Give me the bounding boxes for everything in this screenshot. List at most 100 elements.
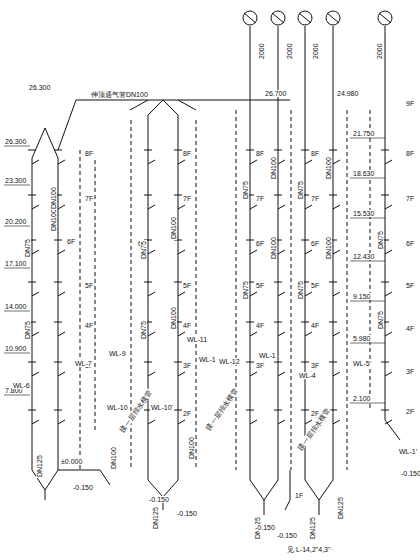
elevation-line <box>4 138 385 403</box>
branch-stub <box>54 150 65 164</box>
drain-branch <box>285 470 290 510</box>
floor-label: 3F <box>310 362 320 369</box>
branch-stub <box>329 282 340 296</box>
pipe-tag: WL-9 <box>108 350 127 357</box>
annotation: -0.150 <box>148 496 170 503</box>
annotation: 2.100 <box>352 395 372 402</box>
floor-label: 4F <box>255 322 265 329</box>
floor-label: 2F <box>182 410 192 417</box>
annotation: 21.750 <box>352 130 375 137</box>
branch-stub <box>246 410 257 424</box>
pipe-size: DN125 <box>152 506 159 530</box>
branch-stub <box>329 362 340 376</box>
pipe-size: DN125 <box>36 454 43 478</box>
annotation: 接一层排水横管 <box>204 386 239 432</box>
pipe-size: DN75 <box>140 240 147 260</box>
branch-stub <box>174 240 185 254</box>
floor-label: 3F <box>182 362 192 369</box>
annotation: 24.980 <box>336 90 359 97</box>
branch-stub <box>28 195 39 209</box>
branch-stub <box>329 195 340 209</box>
drain-riser <box>32 128 58 500</box>
annotation: 15.530 <box>352 210 375 217</box>
branch-stub <box>144 195 155 209</box>
floor-label: 8F <box>405 150 415 157</box>
annotation: 见 L-14,2"4,3"· <box>286 546 334 553</box>
branch-stub <box>54 282 65 296</box>
floor-label: 1F <box>294 492 304 499</box>
branch-stub <box>144 282 155 296</box>
branch-stub <box>28 282 39 296</box>
annotation: 5.980 <box>352 335 372 342</box>
branch-stub <box>28 410 39 424</box>
floor-label: 7F <box>405 195 415 202</box>
pipe-tag: WL-1 <box>258 352 277 359</box>
floor-label: 6F <box>255 240 265 247</box>
annotation: -0.150 <box>400 470 420 477</box>
pipe-tag: WL-7 <box>74 360 93 367</box>
pipe-size: DN75 <box>24 238 31 258</box>
pipe-size: DN125 <box>337 496 344 520</box>
branch-stub <box>381 362 392 376</box>
branch-stub <box>144 362 155 376</box>
floor-label: 6F <box>405 240 415 247</box>
pipe-size: DN100 <box>325 156 332 180</box>
floor-label: 5F <box>182 282 192 289</box>
vent-pipe <box>58 100 290 150</box>
branch-stub <box>54 362 65 376</box>
pipe-size: DN125 <box>309 516 316 540</box>
branch-stub <box>54 240 65 254</box>
annotation: -0.150 <box>276 532 298 539</box>
floor-label: 7F <box>310 195 320 202</box>
pipe-tag: WL-1 <box>198 356 217 363</box>
pipe-size: DN100 <box>270 236 277 260</box>
pipe-size: DN100 <box>170 306 177 330</box>
floor-label: 8F <box>255 150 265 157</box>
pipe-size: DN75 <box>377 310 384 330</box>
pipe-size: DN100 <box>50 186 57 210</box>
pipe-tag: WL-6 <box>12 382 31 389</box>
floor-label: 7F <box>182 195 192 202</box>
annotation: 20.200 <box>4 218 27 225</box>
floor-label: 4F <box>182 322 192 329</box>
pipe-tag: WL-10 <box>106 404 129 411</box>
floor-label: 8F <box>182 150 192 157</box>
pipe-size: DN75 <box>242 280 249 300</box>
branch-stub <box>144 410 155 424</box>
pipe-size: DN100 <box>270 156 277 180</box>
floor-label: 5F <box>405 282 415 289</box>
branch-stub <box>329 410 340 424</box>
pipe-size: DN75 <box>297 180 304 200</box>
floor-label: 8F <box>310 150 320 157</box>
pipe-size: DN75 <box>242 180 249 200</box>
pipe-size: DN75 <box>140 320 147 340</box>
branch-stub <box>274 322 285 336</box>
branch-stub <box>28 150 39 164</box>
annotation: ±0.000 <box>60 458 83 465</box>
pipe-tag: WL-12 <box>218 358 241 365</box>
pipe-size: DN75 <box>377 230 384 250</box>
branch-stub <box>381 150 392 164</box>
branch-stub <box>274 362 285 376</box>
floor-label: 3F <box>255 362 265 369</box>
floor-label: 5F <box>84 282 94 289</box>
pipe-tag: WL-11 <box>186 336 208 343</box>
floor-label: 7F <box>255 195 265 202</box>
branch-stub <box>329 322 340 336</box>
pipe-tag: WL-1' <box>398 448 418 455</box>
floor-label: 5F <box>310 282 320 289</box>
branch-stub <box>381 410 392 424</box>
vent-riser <box>131 120 196 470</box>
annotation: 伸顶通气管DN100 <box>90 91 149 98</box>
annotation: 26.300 <box>4 138 27 145</box>
drain-riser <box>305 26 333 515</box>
floor-label: 2F <box>405 408 415 415</box>
floor-label: 7F <box>84 195 94 202</box>
annotation: 14.000 <box>4 303 27 310</box>
pipe-size: DN75 <box>24 320 31 340</box>
pipe-size: DN100 <box>110 446 117 470</box>
floor-stubs <box>28 150 392 424</box>
annotation: -0.150 <box>254 524 276 531</box>
floor-label: 4F <box>310 322 320 329</box>
